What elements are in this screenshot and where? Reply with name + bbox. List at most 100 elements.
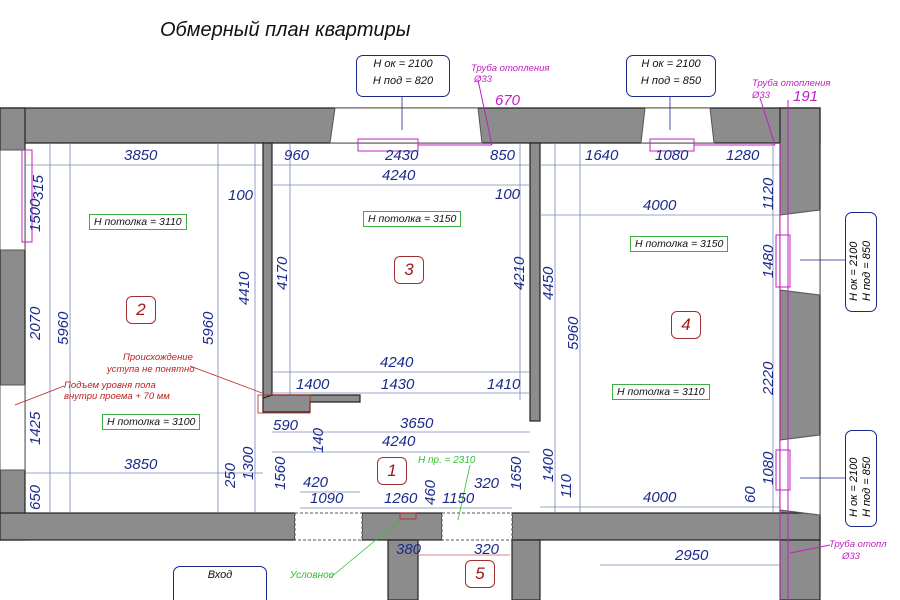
dimension-lines [25,143,780,566]
dim: 1280 [726,147,760,164]
dim: 650 [27,484,44,510]
room-number-5: 5 [465,560,495,588]
dim: 1120 [760,177,777,210]
dim: 1090 [310,490,344,507]
note-floor-rise-1: Подъем уровня пола [64,380,156,391]
wall-below-3 [779,539,821,600]
dim: 1650 [508,456,525,490]
dim: 4240 [382,433,416,450]
dim: 100 [495,186,521,203]
pipes-graphics [21,79,831,600]
dim: 590 [273,417,299,434]
sill-height: H под = 850 [861,240,873,301]
dim: 1410 [487,376,521,393]
dim: 1080 [655,147,689,164]
green-leaders [329,464,471,579]
window-height: H ок = 2100 [373,58,433,70]
window-callout-4: H ок = 2100 H под = 850 [845,430,877,527]
dim: 420 [303,474,329,491]
dim: 2220 [760,361,777,395]
room-number-2: 2 [126,296,156,324]
bottom-wall-left [0,512,296,541]
dim: 1500 [27,198,44,232]
note-floor-rise-2: внутри проема + 70 мм [64,391,170,402]
ceiling-height-room-3: H потолка = 3150 [363,211,462,227]
plan-title: Обмерный план квартиры [160,19,411,41]
dim: 140 [310,427,327,453]
dim: 1260 [384,490,418,507]
dim: 1640 [585,147,619,164]
dim: 3850 [124,147,158,164]
dim: 4170 [274,256,291,290]
window-height: H ок = 2100 [848,457,860,517]
dim: 460 [422,479,439,505]
dim: 320 [474,475,500,492]
dim: 1560 [272,456,289,490]
dim: 320 [474,541,500,558]
window-callout-1: H ок = 2100 H под = 820 [356,55,450,97]
note-leaders [14,365,417,520]
dim: 4000 [643,197,677,214]
dim: 4240 [380,354,414,371]
ceiling-height-room-2-bottom: H потолка = 3100 [102,414,201,430]
dim: 3650 [400,415,434,432]
note-step-origin-2: уступа не понятно [107,364,195,375]
dim: 4450 [540,266,557,300]
ceiling-height-room-4-bottom: H потолка = 3110 [612,384,710,400]
window-callout-3: H ок = 2100 H под = 850 [845,212,877,312]
wall-below-1 [387,539,419,600]
pipe-offset-2: 191 [793,88,819,105]
dim: 1400 [296,376,330,393]
dim: 250 [222,462,239,488]
dim: 60 [742,486,759,503]
dim: 4210 [511,256,528,290]
bottom-wall-mid [361,512,443,541]
sill-height: H под = 820 [372,75,434,87]
dim: 4240 [382,167,416,184]
dim: 1425 [27,411,44,445]
dim: 1400 [540,448,557,482]
window-openings [0,107,821,541]
partition-3-4 [529,142,541,422]
dim: 4000 [643,489,677,506]
entrance-text: Вход [207,569,233,581]
dim: 1300 [240,446,257,480]
ceiling-height-room-2-top: H потолка = 3110 [89,214,187,230]
window-height: H ок = 2100 [641,58,701,70]
bottom-wall-right [511,512,821,541]
dim: 100 [228,187,254,204]
dim: 5960 [200,311,217,345]
dim: 2950 [675,547,709,564]
wall-below-2 [511,539,541,600]
dim: 1150 [442,490,475,507]
dim: 5960 [55,311,72,345]
pipe-label-1: Труба отопления [471,63,550,74]
sill-height: H под = 850 [861,456,873,517]
room-number-3: 3 [394,256,424,284]
dim: 1080 [760,451,777,485]
dim: 850 [490,147,516,164]
entrance-label: Вход [173,566,267,600]
pipe-dia-2: Ø33 [752,90,770,101]
dim: 3850 [124,456,158,473]
ceiling-height-room-4-top: H потолка = 3150 [630,236,729,252]
dim: 315 [30,174,47,200]
dim: 1430 [381,376,415,393]
pipe-label-2: Труба отопления [752,78,831,89]
dim: 2070 [27,306,44,340]
dim: 1480 [760,244,777,278]
dim: 380 [396,541,422,558]
dim: 5960 [565,316,582,350]
dim: 110 [558,474,575,498]
room-number-1: 1 [377,457,407,485]
step-ledge [262,394,361,413]
window-height: H ок = 2100 [848,241,860,301]
door-height-label: H пр. = 2310 [418,455,476,466]
pipe-offset-1: 670 [495,92,521,109]
partition-2-3 [262,142,273,399]
pipe-dia-1: Ø33 [474,74,492,85]
room-number-4: 4 [671,311,701,339]
green-note-cut: Условное [290,570,335,581]
sill-height: H под = 850 [640,75,702,87]
